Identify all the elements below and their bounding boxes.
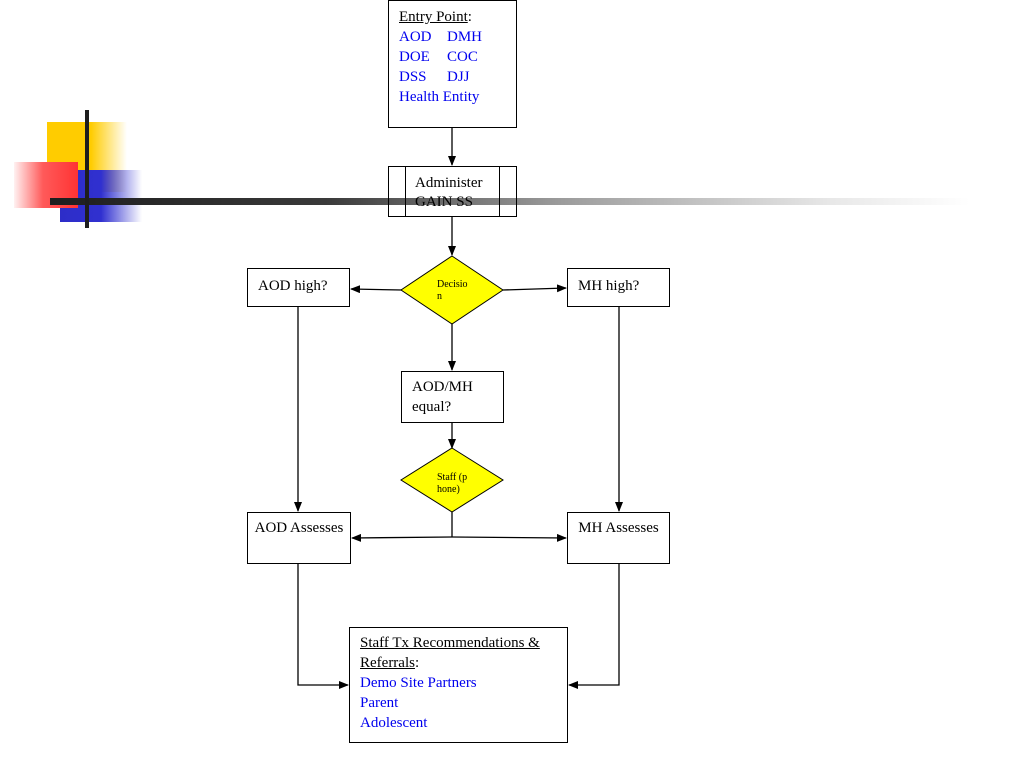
staff-phone-label: Staff (phone) [437, 472, 468, 495]
arrow-staff-to-aod-assesses [351, 533, 453, 542]
staff-phone-diamond [400, 447, 504, 513]
decision-diamond [400, 255, 504, 325]
arrow-mh-assesses-to-recommendations [568, 564, 620, 689]
aod-high-box: AOD high? [247, 268, 350, 307]
entry-health-entity: Health Entity [399, 89, 480, 105]
administer-gain-ss-box: Administer GAIN SS [388, 166, 517, 217]
decor-horizontal-rule [50, 198, 970, 205]
decision-label: Decision [437, 279, 468, 302]
arrow-aod-assesses-to-recommendations [297, 564, 349, 689]
aod-mh-equal-box: AOD/MH equal? [401, 371, 504, 423]
arrow-staff-to-mh-assesses [451, 533, 567, 542]
recommendation-item: Adolescent [360, 715, 428, 731]
arrow-decision-to-aod-high [350, 285, 403, 294]
administer-label: Administer GAIN SS [415, 175, 483, 210]
aod-assesses-box: AOD Assesses [247, 512, 351, 564]
recommendation-item: Demo Site Partners [360, 675, 477, 691]
entry-point-heading: Entry Point [399, 9, 468, 25]
recommendations-box: Staff Tx Recommendations & Referrals: De… [349, 627, 568, 743]
recommendations-heading: Staff Tx Recommendations & Referrals [360, 635, 540, 671]
mh-high-box: MH high? [567, 268, 670, 307]
arrow-decision-to-mh-high [502, 284, 567, 293]
decor-vertical-rule [85, 110, 89, 228]
mh-assesses-box: MH Assesses [567, 512, 670, 564]
recommendation-item: Parent [360, 695, 399, 711]
